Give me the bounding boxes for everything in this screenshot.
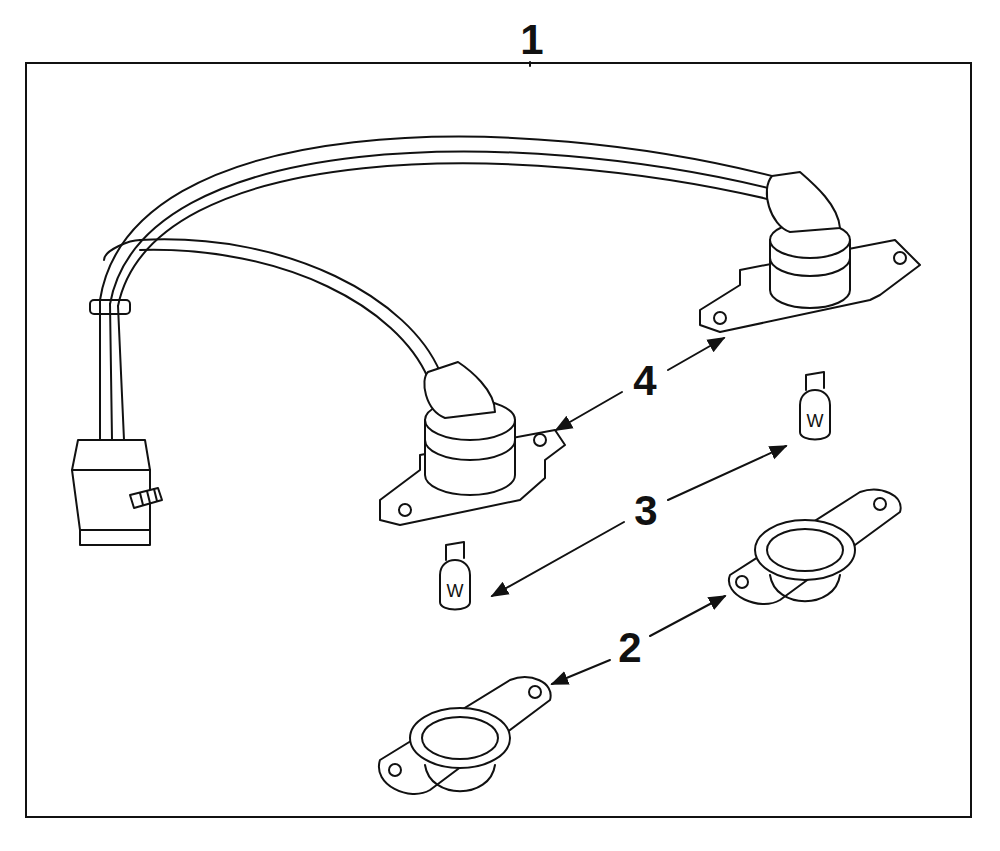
lens xyxy=(422,717,498,759)
leader-line xyxy=(552,660,610,684)
lens xyxy=(425,765,495,791)
socket-body xyxy=(770,258,850,276)
bulb-marking: W xyxy=(807,412,824,430)
wedge-bulb xyxy=(440,542,470,610)
lens xyxy=(767,529,843,571)
lens xyxy=(755,520,855,580)
socket-elbow xyxy=(424,362,495,418)
callout-number: 2 xyxy=(615,627,644,669)
connector-plug xyxy=(72,440,150,530)
lens xyxy=(379,677,551,794)
wire xyxy=(140,239,440,372)
mount-hole xyxy=(534,434,546,446)
wire xyxy=(100,137,780,300)
callout-number: 1 xyxy=(517,19,546,61)
wedge-bulb xyxy=(800,372,830,440)
leader-line xyxy=(668,446,786,500)
leader-line xyxy=(556,392,622,430)
cable-tie xyxy=(90,300,130,314)
mount-hole xyxy=(399,504,411,516)
lens xyxy=(729,490,901,604)
mount-hole xyxy=(389,764,401,776)
leader-line xyxy=(492,522,624,596)
wire xyxy=(118,163,772,306)
mount-hole xyxy=(714,312,726,324)
mount-hole xyxy=(736,576,748,588)
callout-number: 4 xyxy=(630,360,659,402)
bulb-marking: W xyxy=(447,582,464,600)
parts-frame: 1 xyxy=(25,62,972,818)
wire xyxy=(110,152,776,304)
lens xyxy=(410,708,510,768)
socket-elbow xyxy=(767,172,840,232)
callout-number: 3 xyxy=(631,490,660,532)
socket-body xyxy=(425,440,515,460)
connector-screw xyxy=(140,489,157,505)
mount-hole xyxy=(874,498,886,510)
lens xyxy=(770,575,840,601)
mount-hole xyxy=(894,252,906,264)
mount-hole xyxy=(529,686,541,698)
wire xyxy=(140,250,428,378)
wire-bundle xyxy=(100,240,140,440)
leader-line xyxy=(668,338,724,370)
leader-line xyxy=(650,596,725,636)
connector-screw xyxy=(130,488,162,508)
